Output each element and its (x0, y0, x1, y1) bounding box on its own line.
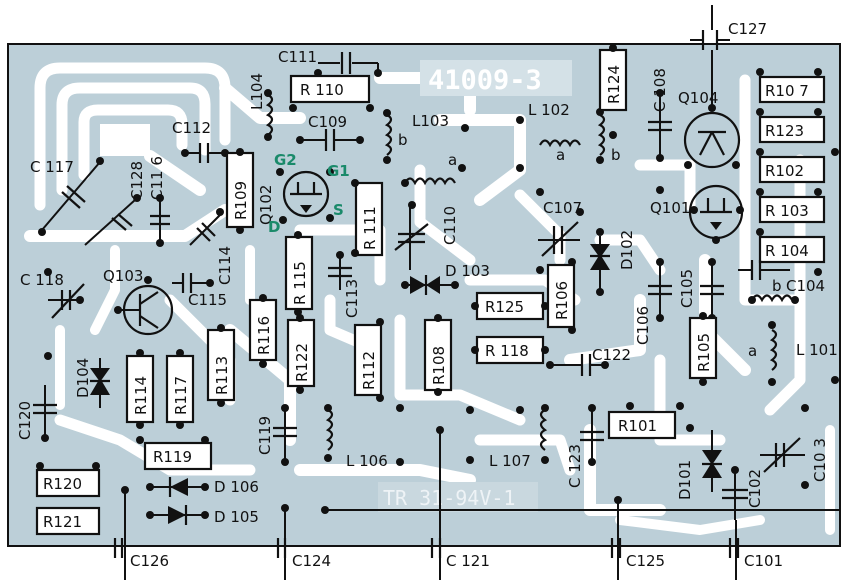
board-part-number: 41009-3 (428, 65, 542, 96)
label-r101: R101 (618, 417, 657, 435)
label-q102: Q102 (257, 185, 275, 225)
label-c117: C 117 (30, 158, 74, 176)
label-c124: C124 (292, 552, 331, 570)
label-l101-b: b (772, 277, 782, 295)
label-r113: R113 (213, 356, 231, 395)
label-l102-b: b (611, 146, 621, 164)
label-c113: C113 (343, 279, 361, 318)
label-r104: R 104 (765, 242, 809, 260)
label-d104: D104 (74, 358, 92, 398)
label-q101: Q101 (650, 199, 690, 217)
label-r118: R 118 (485, 342, 529, 360)
label-c116: C11 6 (148, 156, 166, 200)
label-c106: C106 (634, 306, 652, 345)
label-l107: L 107 (489, 452, 531, 470)
component-symbols (33, 5, 840, 580)
label-pin-g2: G2 (274, 151, 297, 169)
label-c122: C122 (592, 346, 631, 364)
label-r108: R108 (430, 346, 448, 385)
label-c103: C10 3 (811, 438, 829, 482)
label-c126: C126 (130, 552, 169, 570)
label-r117: R117 (172, 376, 190, 415)
label-c102: C102 (746, 469, 764, 508)
label-r109: R109 (232, 181, 250, 220)
label-r105: R105 (695, 333, 713, 372)
label-r121: R121 (43, 513, 82, 531)
label-r120: R120 (43, 475, 82, 493)
label-pin-s: S (333, 201, 344, 219)
board-material-mark: TR 31-94V-1 (383, 486, 515, 510)
label-l102-a: a (556, 146, 565, 164)
label-d105: D 105 (214, 508, 259, 526)
label-r111: R 111 (361, 206, 379, 250)
label-r110: R 110 (300, 81, 344, 99)
label-r112: R112 (360, 351, 378, 390)
label-c111: C111 (278, 48, 317, 66)
label-c112: C112 (172, 119, 211, 137)
label-c125: C125 (626, 552, 665, 570)
label-r125: R125 (485, 298, 524, 316)
label-l101-a: a (748, 342, 757, 360)
label-d101: D101 (676, 460, 694, 500)
label-c101: C101 (744, 552, 783, 570)
label-pin-g1: G1 (327, 162, 350, 180)
label-l104: L104 (248, 73, 266, 110)
label-r103: R 103 (765, 202, 809, 220)
label-c127: C127 (728, 20, 767, 38)
label-c108: C 108 (651, 68, 669, 112)
label-l101: L 101 (796, 341, 838, 359)
label-r106: R106 (553, 281, 571, 320)
label-d102: D102 (618, 230, 636, 270)
label-l102: L 102 (528, 101, 570, 119)
label-c104: C104 (786, 277, 825, 295)
label-r116: R116 (255, 316, 273, 355)
label-q103: Q103 (103, 267, 143, 285)
label-l106: L 106 (346, 452, 388, 470)
label-pin-d: D (268, 218, 280, 236)
label-r107: R10 7 (765, 82, 809, 100)
label-l103-a: a (448, 151, 457, 169)
label-c115: C115 (188, 291, 227, 309)
label-c121: C 121 (446, 552, 490, 570)
label-r122: R122 (293, 343, 311, 382)
component-labels: C127 C111 R 110 L104 C109 L103 b a C112 … (16, 20, 838, 570)
label-r115: R 115 (291, 261, 309, 305)
label-c120: C120 (16, 401, 34, 440)
label-r119: R119 (153, 448, 192, 466)
label-c109: C109 (308, 113, 347, 131)
label-c105: C105 (678, 269, 696, 308)
label-c128: C128 (128, 161, 146, 200)
label-r123: R123 (765, 122, 804, 140)
label-c114: C114 (216, 246, 234, 285)
label-d103: D 103 (445, 262, 490, 280)
label-d106: D 106 (214, 478, 259, 496)
label-l103-b: b (398, 131, 408, 149)
label-r102: R102 (765, 162, 804, 180)
label-c107: C107 (543, 199, 582, 217)
label-l103: L103 (412, 112, 449, 130)
label-c110: C110 (441, 206, 459, 245)
label-r124: R124 (605, 65, 623, 104)
label-c123: C 123 (566, 444, 584, 488)
label-q104: Q104 (678, 89, 718, 107)
label-c118: C 118 (20, 271, 64, 289)
label-c119: C119 (256, 416, 274, 455)
label-r114: R114 (132, 376, 150, 415)
